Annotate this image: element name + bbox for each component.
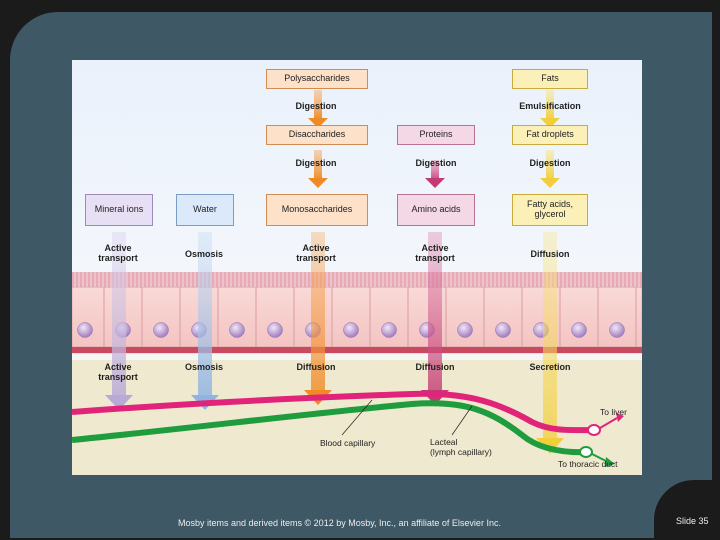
copyright-footer: Mosby items and derived items © 2012 by … xyxy=(178,518,501,528)
mineral-ions-box: Mineral ions xyxy=(85,194,153,226)
polysaccharides-box: Polysaccharides xyxy=(266,69,368,89)
to-liver-label: To liver xyxy=(600,407,627,417)
proteins-box: Proteins xyxy=(397,125,475,145)
water-box: Water xyxy=(176,194,234,226)
cell-nucleus xyxy=(77,322,93,338)
digestion-label: Digestion xyxy=(529,158,571,168)
active-transport-label: Active transport xyxy=(296,243,336,264)
cell-nucleus xyxy=(153,322,169,338)
diffusion-label: Diffusion xyxy=(530,249,570,259)
cell-nucleus xyxy=(495,322,511,338)
cell-nucleus xyxy=(229,322,245,338)
to-thoracic-duct-label: To thoracic duct xyxy=(558,459,618,469)
active-transport-label: Active transport xyxy=(98,243,138,264)
amino-acids-box: Amino acids xyxy=(397,194,475,226)
slide-corner xyxy=(654,480,712,538)
absorption-figure: Polysaccharides Disaccharides Monosaccha… xyxy=(72,60,642,475)
digestion-label: Digestion xyxy=(295,158,337,168)
cell-nucleus xyxy=(343,322,359,338)
lacteal-label: Lacteal (lymph capillary) xyxy=(430,437,492,457)
epithelial-cell xyxy=(635,286,642,348)
fats-box: Fats xyxy=(512,69,588,89)
emulsification-label: Emulsification xyxy=(519,101,581,111)
digestion-label: Digestion xyxy=(295,101,337,111)
cell-nucleus xyxy=(457,322,473,338)
cell-nucleus xyxy=(381,322,397,338)
cell-nucleus xyxy=(609,322,625,338)
active-transport-label: Active transport xyxy=(415,243,455,264)
cell-nucleus xyxy=(267,322,283,338)
cell-nucleus xyxy=(571,322,587,338)
osmosis-label: Osmosis xyxy=(184,249,224,259)
digestion-label: Digestion xyxy=(415,158,457,168)
disaccharides-box: Disaccharides xyxy=(266,125,368,145)
diffusion-label: Diffusion xyxy=(296,362,336,372)
fatty-acids-box: Fatty acids, glycerol xyxy=(512,194,588,226)
capillaries xyxy=(72,390,624,467)
secretion-label: Secretion xyxy=(529,362,571,372)
slide-number: Slide 35 xyxy=(676,516,709,526)
active-transport-label: Active transport xyxy=(98,362,138,383)
figure-graphics xyxy=(72,90,642,475)
fat-droplets-box: Fat droplets xyxy=(512,125,588,145)
osmosis-label: Osmosis xyxy=(184,362,224,372)
blood-capillary-label: Blood capillary xyxy=(320,438,376,448)
monosaccharides-box: Monosaccharides xyxy=(266,194,368,226)
arrows xyxy=(105,90,564,454)
diffusion-label: Diffusion xyxy=(415,362,455,372)
